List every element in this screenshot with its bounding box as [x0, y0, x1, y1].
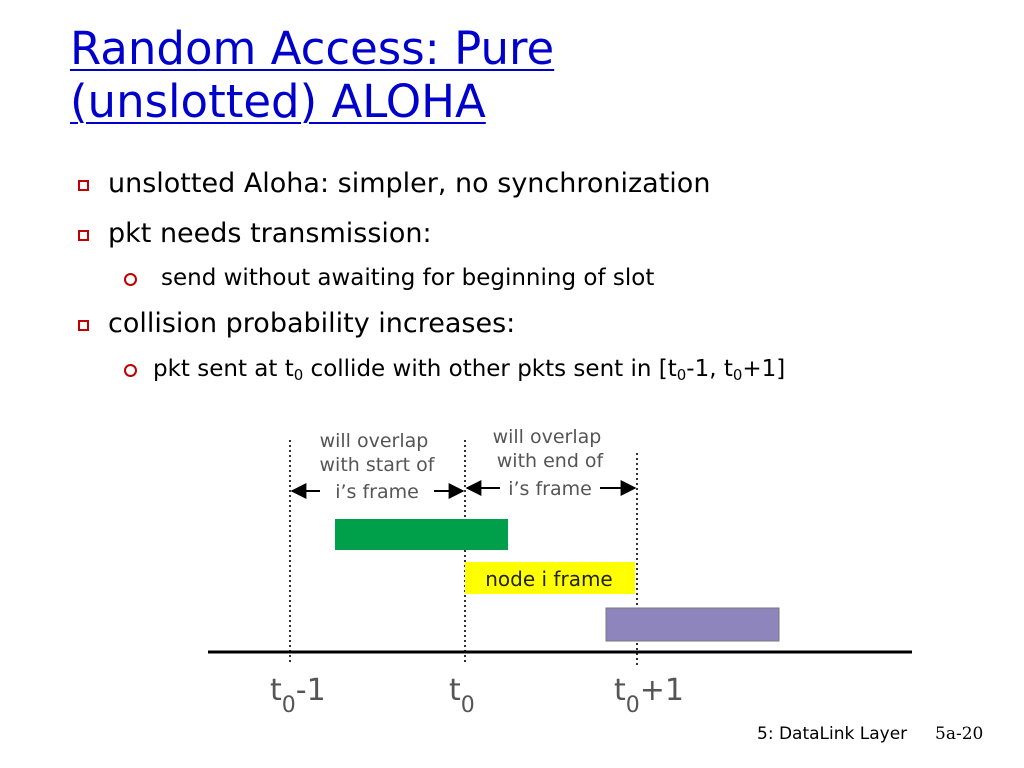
- footer-page-number: 5a-20: [935, 724, 984, 744]
- bullet-collision-probability: collision probability increases:: [108, 308, 516, 339]
- svg-text:will overlap with start of: will overlap with start of: [320, 430, 436, 476]
- square-bullet-icon: [78, 320, 89, 331]
- early-frame-bar: [335, 519, 508, 550]
- sub-bullet-pkt-sent-at-t0: pkt sent at t0 collide with other pkts s…: [153, 356, 786, 384]
- left-overlap-label-line-2: with start of: [320, 454, 436, 476]
- axis-label-t0: t0: [449, 673, 475, 718]
- slide-title-line-2: (unslotted) ALOHA: [70, 75, 486, 128]
- axis-label-t0-minus-1: t0-1: [270, 673, 326, 718]
- bullet-unslotted-aloha: unslotted Aloha: simpler, no synchroniza…: [108, 168, 711, 199]
- sub-bullet-send-without-awaiting: send without awaiting for beginning of s…: [161, 265, 655, 291]
- late-frame-bar: [605, 607, 780, 642]
- circle-bullet-icon: [124, 273, 137, 286]
- right-overlap-label-line-2: with end of: [497, 450, 605, 472]
- left-overlap-label-line-3: i’s frame: [335, 481, 419, 503]
- circle-bullet-icon: [124, 364, 137, 377]
- node-i-frame-label: node i frame: [485, 567, 613, 591]
- svg-text:will overlap with end of: will overlap with end of: [493, 426, 608, 472]
- slide-title: Random Access: Pure (unslotted) ALOHA: [70, 22, 554, 128]
- bullet-pkt-needs-transmission: pkt needs transmission:: [108, 218, 432, 249]
- footer-chapter: 5: DataLink Layer: [757, 724, 908, 744]
- left-overlap-label-line-1: will overlap: [320, 430, 429, 452]
- right-overlap-label-line-1: will overlap: [493, 426, 602, 448]
- node-i-frame-bar: [465, 562, 635, 594]
- square-bullet-icon: [78, 230, 89, 241]
- axis-label-t0-plus-1: t0+1: [614, 673, 684, 718]
- square-bullet-icon: [78, 180, 89, 191]
- slide-title-line-1: Random Access: Pure: [70, 22, 555, 75]
- right-overlap-label-line-3: i’s frame: [508, 478, 592, 500]
